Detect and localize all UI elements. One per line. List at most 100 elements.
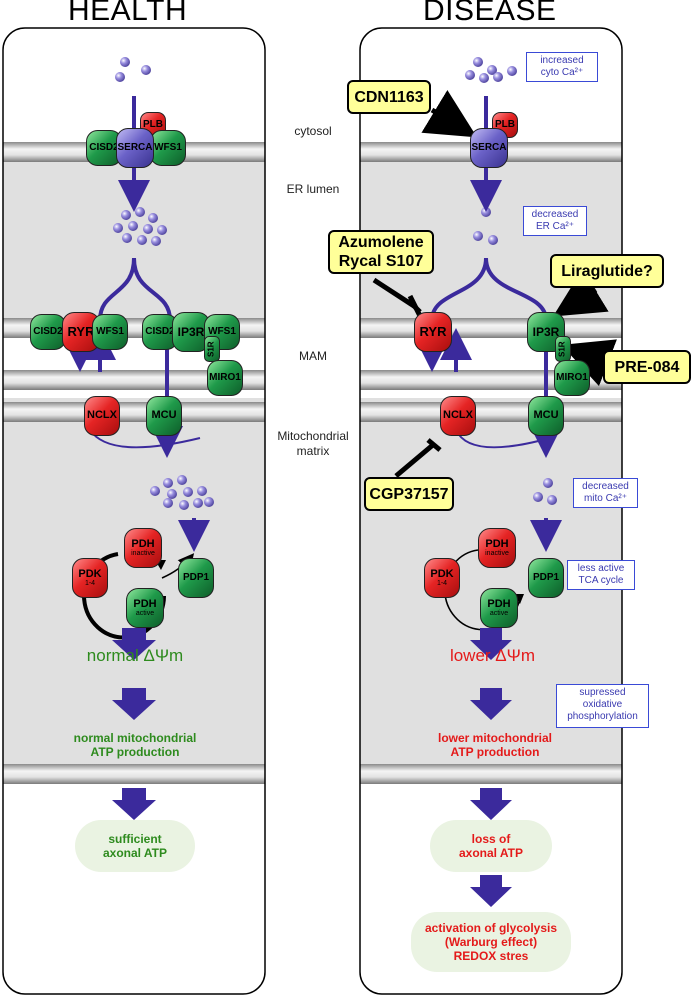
note-cyto-ca-1: increased [540, 55, 584, 66]
note-er-ca: decreased ER Ca²⁺ [523, 206, 587, 236]
protein-label: IP3R [532, 324, 560, 339]
protein-sublabel: 1-4 [84, 580, 96, 588]
protein-label: S1R [557, 341, 567, 357]
protein-label: NCLX [87, 409, 117, 422]
protein-label: WFS1 [96, 325, 124, 337]
disease-dpsi: lower ΔΨm [449, 646, 536, 665]
protein-h-serca: SERCA [116, 128, 154, 168]
protein-label: RYR [419, 324, 447, 340]
label-er-lumen: ER lumen [286, 182, 340, 196]
disease-glyco-3: REDOX stres [453, 949, 529, 963]
label-matrix-1: Mitochondrial [277, 429, 349, 443]
protein-label: MCU [151, 409, 177, 422]
protein-h-s1r: S1R [204, 336, 220, 362]
disease-axon-atp: loss of axonal ATP [430, 820, 552, 872]
note-er-ca-1: decreased [531, 209, 579, 220]
drug-azumolene: Azumolene Rycal S107 [328, 230, 434, 274]
protein-h-miro1: MIRO1 [207, 360, 243, 396]
protein-d-serca: SERCA [470, 128, 508, 168]
protein-label: PDP1 [182, 571, 210, 583]
note-tca-2: TCA cycle [578, 575, 624, 586]
disease-glycolysis: activation of glycolysis (Warburg effect… [411, 912, 571, 972]
protein-label: SERCA [471, 141, 507, 153]
protein-label: PLB [495, 118, 515, 130]
protein-label: PDH [485, 537, 509, 550]
health-atp-2: ATP production [90, 745, 180, 759]
protein-sublabel: active [489, 610, 509, 618]
disease-big-arrows [470, 628, 512, 907]
protein-label: PDH [131, 537, 155, 550]
protein-label: CISD2 [33, 325, 63, 337]
protein-sublabel: inactive [485, 550, 509, 558]
protein-label: WFS1 [208, 325, 236, 337]
protein-sublabel: active [135, 610, 155, 618]
note-cyto-ca-2: cyto Ca²⁺ [540, 67, 584, 78]
protein-h-nclx: NCLX [84, 396, 120, 436]
label-mam: MAM [299, 349, 327, 363]
health-big-arrows [112, 628, 156, 820]
protein-h-wfs1b: WFS1 [92, 314, 128, 350]
disease-header: DISEASE [423, 0, 557, 27]
note-tca: less active TCA cycle [567, 560, 635, 590]
protein-label: MIRO1 [556, 371, 588, 383]
disease-atp: lower mitochondrial ATP production [400, 731, 590, 759]
drug-azumolene-1: Azumolene [338, 234, 424, 251]
protein-label: IP3R [177, 324, 205, 339]
protein-sublabel: 1-4 [436, 580, 448, 588]
protein-h-pdp1: PDP1 [178, 558, 214, 598]
health-atp-1: normal mitochondrial [73, 731, 197, 745]
health-axon-atp: sufficient axonal ATP [75, 820, 195, 872]
protein-d-miro1: MIRO1 [554, 360, 590, 396]
protein-d-nclx: NCLX [440, 396, 476, 436]
protein-h-mcu: MCU [146, 396, 182, 436]
note-mito-ca: decreased mito Ca²⁺ [573, 478, 638, 508]
protein-h-wfs1: WFS1 [150, 130, 186, 166]
drug-liraglutide: Liraglutide? [550, 254, 664, 288]
note-mito-ca-2: mito Ca²⁺ [583, 493, 628, 504]
protein-label: S1R [206, 341, 216, 357]
protein-d-mcu: MCU [528, 396, 564, 436]
drug-pre084: PRE-084 [603, 350, 691, 384]
note-er-ca-2: ER Ca²⁺ [535, 221, 575, 232]
disease-ca-ions [465, 57, 557, 505]
label-matrix-2: matrix [296, 444, 330, 458]
protein-label: SERCA [117, 141, 153, 153]
health-dpsi: normal ΔΨm [86, 646, 184, 665]
note-tca-1: less active [577, 563, 625, 574]
note-mito-ca-1: decreased [582, 481, 629, 492]
protein-label: PDH [487, 597, 511, 610]
protein-label: PDH [133, 597, 157, 610]
disease-axon-1: loss of [471, 832, 511, 846]
protein-label: PDP1 [532, 571, 560, 583]
protein-label: MIRO1 [209, 371, 241, 383]
disease-atp-1: lower mitochondrial [437, 731, 552, 745]
protein-label: CISD2 [89, 141, 119, 153]
disease-glyco-1: activation of glycolysis [424, 921, 558, 935]
note-cyto-ca: increased cyto Ca²⁺ [526, 52, 598, 82]
label-cytosol: cytosol [294, 124, 332, 138]
disease-panel [359, 27, 623, 995]
protein-label: WFS1 [154, 141, 182, 153]
health-axon-1: sufficient [108, 832, 162, 846]
note-oxphos-1: supressed [579, 687, 626, 698]
health-atp: normal mitochondrial ATP production [40, 731, 230, 759]
note-oxphos-3: phosphorylation [567, 711, 638, 722]
protein-h-cisd2b: CISD2 [30, 314, 66, 350]
protein-h-ip3r: IP3R [172, 312, 210, 352]
protein-label: CISD2 [145, 325, 175, 337]
protein-label: NCLX [443, 409, 473, 422]
protein-d-ryr: RYR [414, 312, 452, 352]
protein-label: MCU [533, 409, 559, 422]
protein-label: PLB [143, 118, 163, 130]
protein-label: RYR [67, 324, 95, 340]
drug-cdn1163: CDN1163 [347, 80, 431, 114]
note-oxphos: supressed oxidative phosphorylation [556, 684, 649, 728]
drug-azumolene-2: Rycal S107 [338, 253, 424, 270]
